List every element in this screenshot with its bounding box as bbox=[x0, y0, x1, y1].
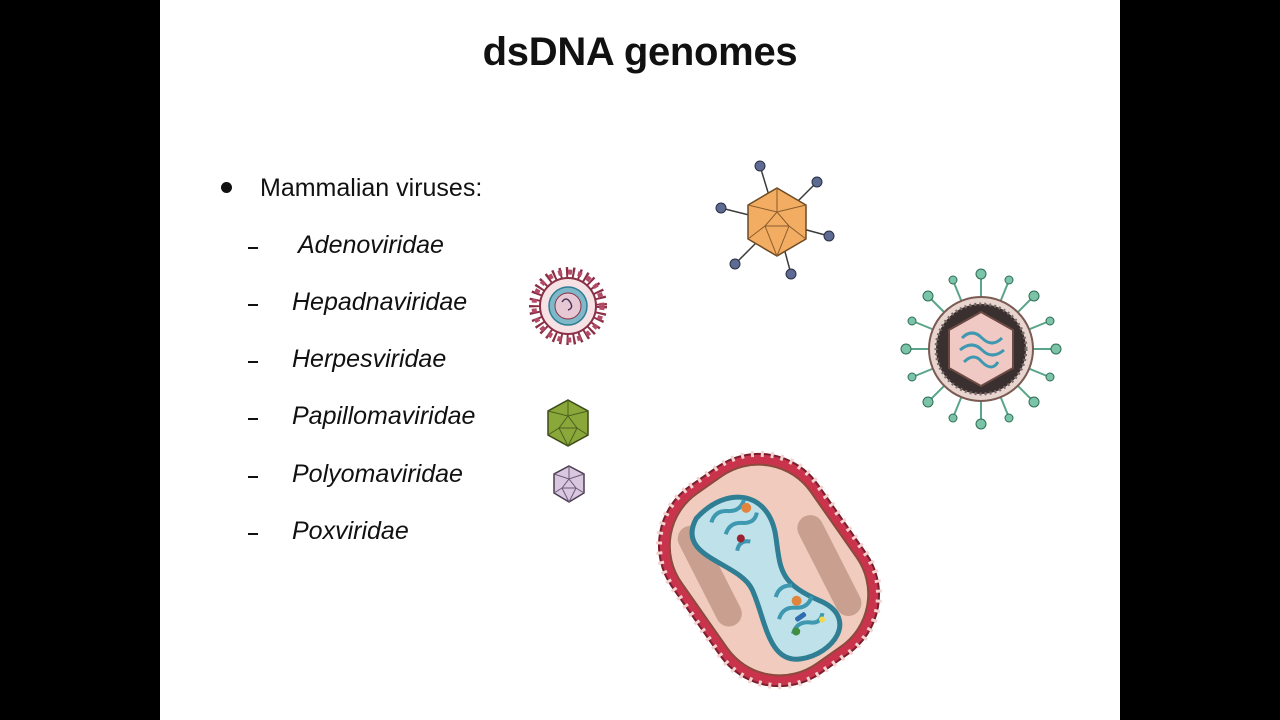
dash-marker bbox=[248, 361, 258, 363]
dash-marker bbox=[248, 476, 258, 478]
family-label: Hepadnaviridae bbox=[292, 288, 468, 316]
family-label: Papillomaviridae bbox=[292, 402, 476, 430]
dash-marker bbox=[248, 533, 258, 535]
bullet-label: Mammalian viruses: bbox=[260, 174, 483, 202]
polyomavirus-illustration bbox=[553, 465, 585, 503]
poxvirus-illustration bbox=[655, 450, 883, 690]
slide-title: dsDNA genomes bbox=[482, 30, 798, 74]
family-label: Polyomaviridae bbox=[292, 460, 463, 488]
herpesvirus-illustration bbox=[900, 268, 1062, 430]
slide: dsDNA genomes Mammalian viruses: Adenovi… bbox=[160, 0, 1120, 720]
dash-marker bbox=[248, 304, 258, 306]
adenovirus-illustration bbox=[715, 160, 835, 280]
hepadnavirus-illustration bbox=[529, 267, 607, 345]
family-label: Adenoviridae bbox=[298, 231, 444, 259]
family-label: Poxviridae bbox=[292, 517, 409, 545]
papillomavirus-illustration bbox=[547, 399, 589, 447]
dash-marker bbox=[248, 418, 258, 420]
dash-marker bbox=[248, 247, 258, 249]
family-label: Herpesviridae bbox=[292, 345, 447, 373]
bullet-dot bbox=[221, 182, 232, 193]
